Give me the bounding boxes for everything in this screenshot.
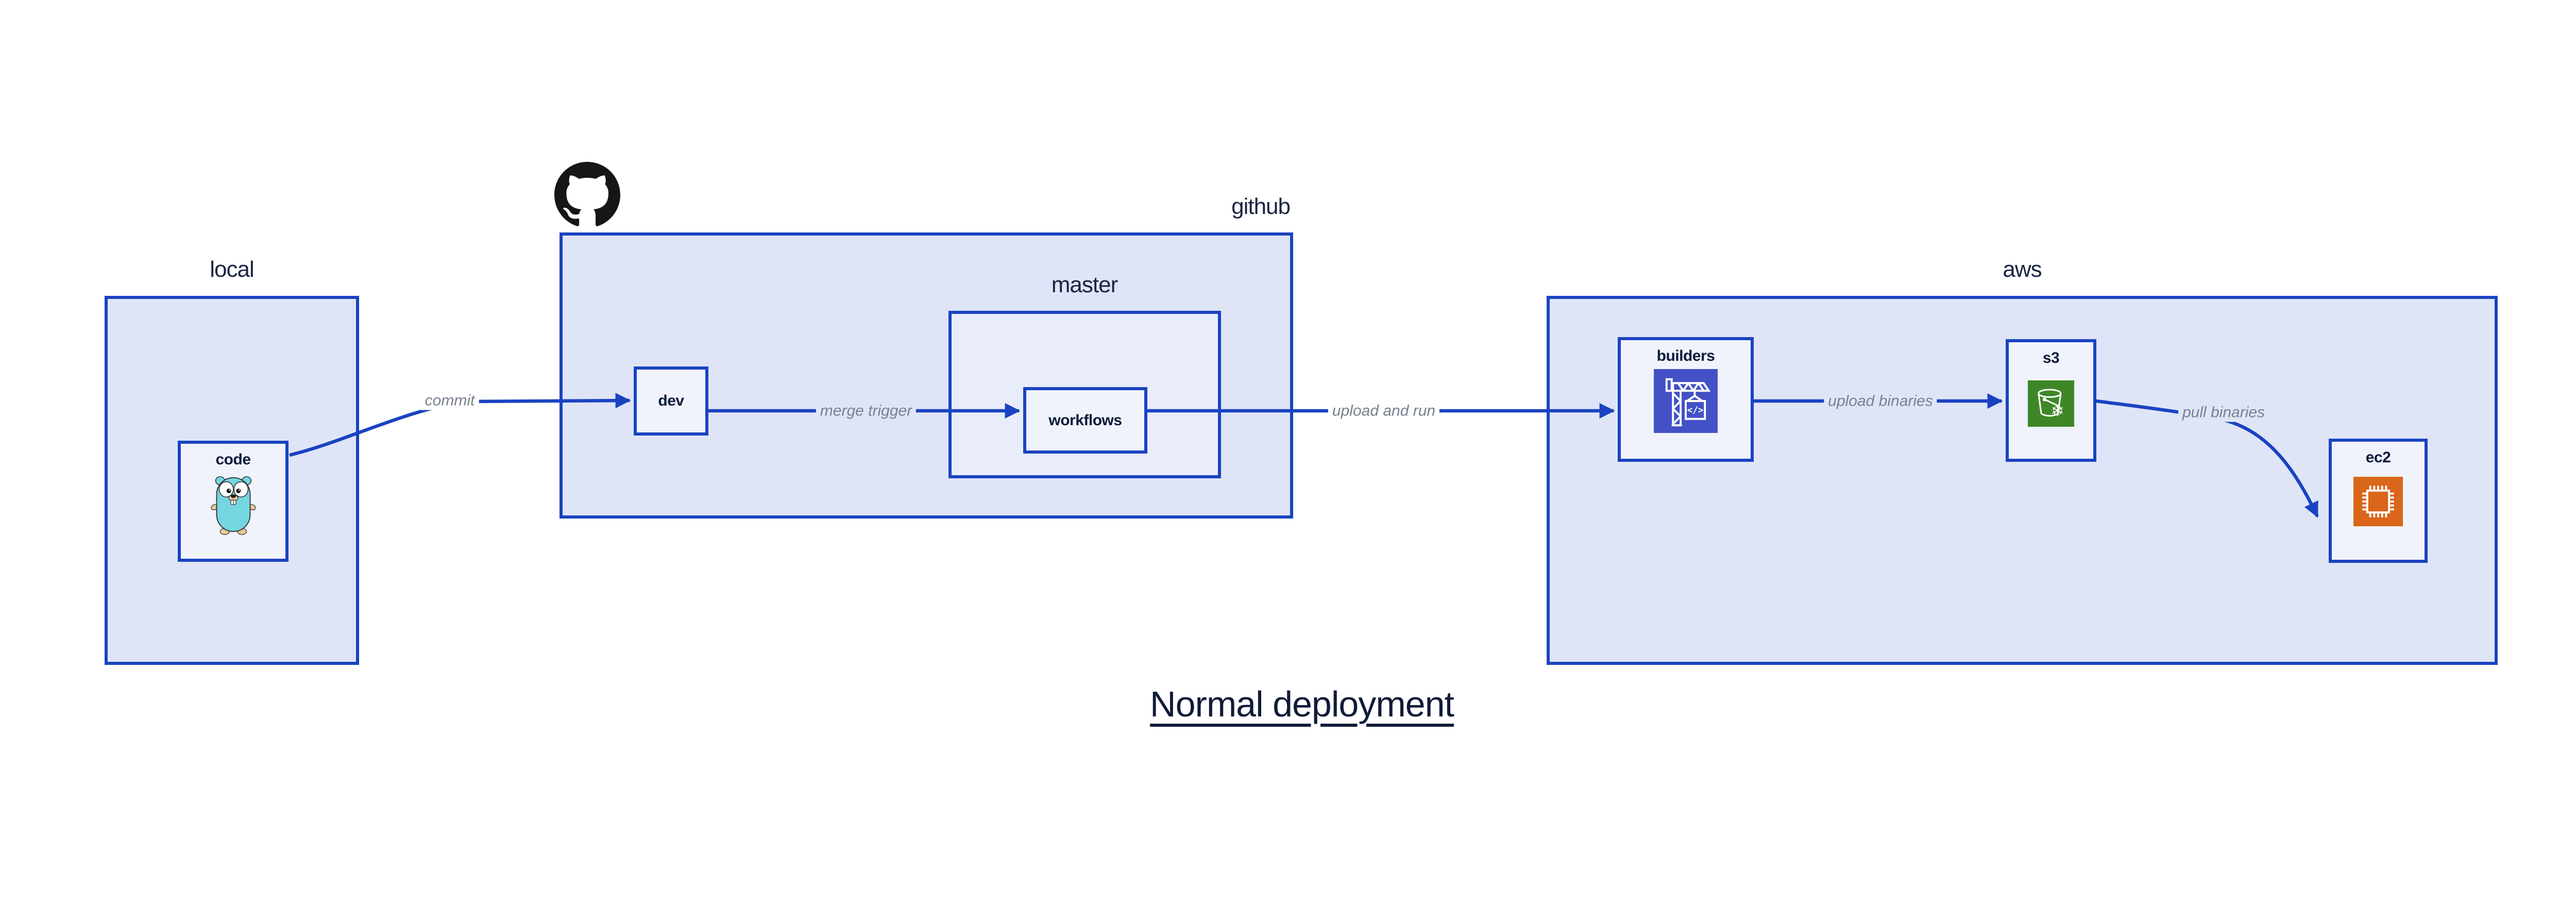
svg-text:❄: ❄ [2051, 402, 2064, 420]
container-master-label: master [1051, 272, 1118, 297]
go-gopher-icon [208, 471, 259, 537]
node-dev-label: dev [658, 392, 684, 409]
node-s3-label: s3 [2042, 349, 2060, 366]
node-workflows-label: workflows [1048, 411, 1122, 429]
codebuild-icon: </> [1654, 369, 1718, 433]
node-builders-label: builders [1656, 347, 1715, 364]
node-s3: s3 ❄ [2006, 339, 2096, 462]
node-dev: dev [634, 366, 708, 436]
edge-pull-binaries-label: pull binaries [2178, 403, 2269, 422]
edge-upload-and-run-label: upload and run [1328, 401, 1440, 421]
node-code: code [178, 441, 289, 562]
svg-text:</>: </> [1687, 406, 1703, 416]
edge-merge-trigger-label: merge trigger [816, 401, 917, 421]
node-builders: builders </> [1618, 337, 1754, 462]
edge-commit-label: commit [420, 391, 479, 410]
node-workflows: workflows [1023, 387, 1147, 454]
container-github-label: github [1231, 194, 1291, 219]
container-aws-label: aws [2003, 257, 2042, 282]
node-ec2: ec2 [2329, 439, 2428, 563]
node-code-label: code [215, 451, 251, 468]
diagram-title: Normal deployment [1150, 684, 1454, 724]
container-local-label: local [210, 257, 254, 282]
s3-glacier-icon: ❄ [2028, 380, 2074, 427]
ec2-chip-icon [2353, 477, 2403, 526]
edge-upload-binaries-label: upload binaries [1824, 391, 1937, 411]
node-ec2-label: ec2 [2365, 449, 2391, 466]
github-octocat-icon [554, 162, 620, 226]
